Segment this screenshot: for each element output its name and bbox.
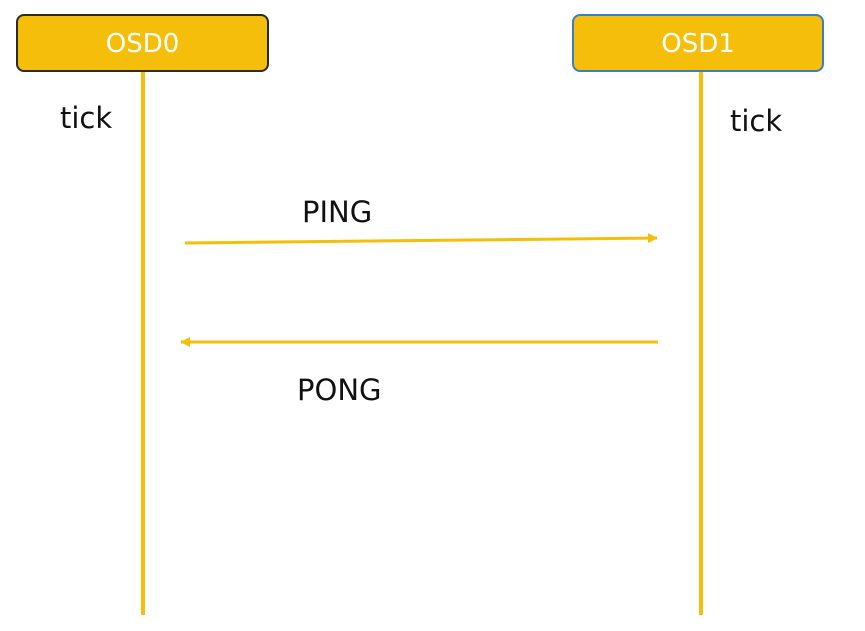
actor-osd0-label: OSD0 — [106, 29, 180, 59]
actor-osd1: OSD1 — [572, 14, 824, 72]
actor-osd0: OSD0 — [16, 14, 269, 72]
message-pong-label: PONG — [297, 373, 381, 407]
message-pong: PONG — [180, 337, 658, 407]
actor-osd1-box — [572, 14, 824, 72]
message-ping-arrow — [184, 233, 658, 245]
message-ping-label: PING — [302, 195, 372, 229]
actor-osd0-box — [16, 14, 269, 72]
message-ping: PING — [184, 195, 658, 245]
note-osd0-tick: tick — [60, 101, 112, 135]
note-osd1-tick: tick — [730, 104, 782, 138]
actor-osd1-label: OSD1 — [661, 29, 735, 59]
